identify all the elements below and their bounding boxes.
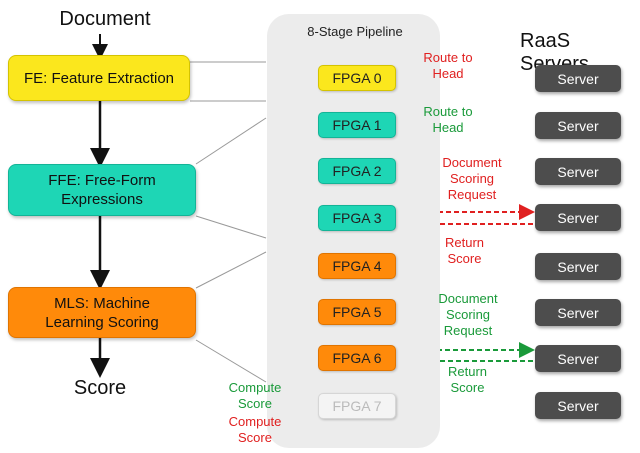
server-7: Server xyxy=(535,392,621,419)
compute-score-green-label: Compute Score xyxy=(228,380,282,411)
return-score-green-label: Return Score xyxy=(447,364,488,395)
stage-ffe-box: FFE: Free-Form Expressions xyxy=(8,164,196,216)
score-label: Score xyxy=(73,377,127,399)
server-5: Server xyxy=(535,299,621,326)
fpga-5: FPGA 5 xyxy=(318,299,396,325)
pipeline-title: 8-Stage Pipeline xyxy=(307,24,403,39)
return-score-red-label: Return Score xyxy=(444,235,485,266)
server-1: Server xyxy=(535,112,621,139)
stage-ffe-label: FFE: Free-Form Expressions xyxy=(48,172,156,208)
route-to-head-red-label: Route to Head xyxy=(423,50,473,81)
mls-map-line-top xyxy=(195,251,267,289)
stage-mls-box: MLS: Machine Learning Scoring xyxy=(8,287,196,338)
fpga-1: FPGA 1 xyxy=(318,112,396,138)
fpga-0: FPGA 0 xyxy=(318,65,396,91)
server-2: Server xyxy=(535,158,621,185)
document-label: Document xyxy=(59,8,151,30)
ffe-map-line-bottom xyxy=(195,215,267,239)
server-3: Server xyxy=(535,204,621,231)
server-6: Server xyxy=(535,345,621,372)
fpga-6: FPGA 6 xyxy=(318,345,396,371)
fpga-7: FPGA 7 xyxy=(318,393,396,419)
fpga-3: FPGA 3 xyxy=(318,205,396,231)
stage-fe-label: FE: Feature Extraction xyxy=(23,69,175,87)
compute-score-red-label: Compute Score xyxy=(228,414,282,445)
server-0: Server xyxy=(535,65,621,92)
fpga-2: FPGA 2 xyxy=(318,158,396,184)
mls-map-line-bottom xyxy=(195,339,267,383)
stage-mls-label: MLS: Machine Learning Scoring xyxy=(45,294,159,331)
server-4: Server xyxy=(535,253,621,280)
doc-scoring-request-green-label: Document Scoring Request xyxy=(438,291,498,338)
route-to-head-green-label: Route to Head xyxy=(423,104,473,135)
fpga-4: FPGA 4 xyxy=(318,253,396,279)
ffe-map-line-top xyxy=(195,117,267,165)
doc-scoring-request-red-label: Document Scoring Request xyxy=(442,155,502,202)
stage-fe-box: FE: Feature Extraction xyxy=(8,55,190,101)
